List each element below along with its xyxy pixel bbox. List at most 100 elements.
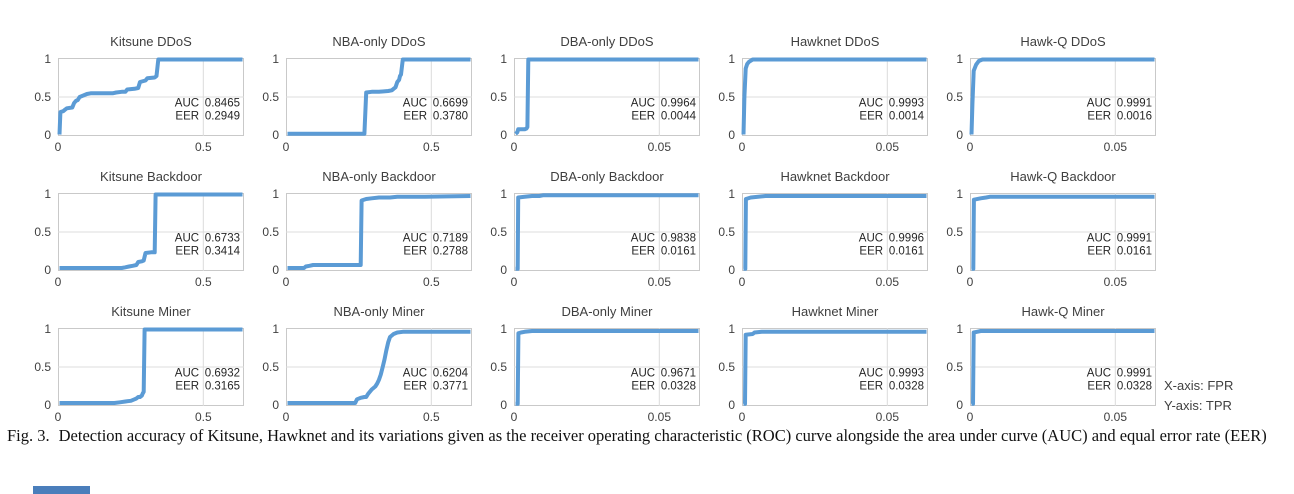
y-tick-label: 0 [500,263,507,277]
y-tick-label: 1 [956,52,963,66]
subplot-title: Hawk-Q Miner [1021,304,1105,319]
subplot-title: DBA-only Backdoor [550,169,664,184]
y-tick-label: 0.5 [490,225,507,239]
y-tick-label: 0.5 [946,360,963,374]
auc-value: AUC 0.9991 [1087,232,1152,244]
x-tick-label: 0.05 [647,410,671,424]
eer-value: EER 0.0161 [1087,245,1152,257]
axis-legend-x: X-axis: FPR [1164,378,1234,393]
axis-legend-y: Y-axis: TPR [1164,398,1232,413]
y-tick-label: 0.5 [34,90,51,104]
subplot-title: Kitsune Backdoor [100,169,202,184]
x-tick-label: 0 [282,410,290,424]
y-tick-label: 1 [500,187,507,201]
auc-value: AUC 0.9838 [631,232,696,244]
subplot-title: NBA-only Backdoor [322,169,436,184]
eer-value: EER 0.0161 [859,245,924,257]
x-tick-label: 0 [54,140,62,154]
eer-value: EER 0.0044 [631,110,696,122]
auc-value: AUC 0.9996 [859,232,924,244]
x-tick-label: 0 [738,140,746,154]
y-tick-label: 0 [728,128,735,142]
roc-curve [59,192,243,270]
x-tick-label: 0.5 [422,140,440,154]
y-tick-label: 1 [500,52,507,66]
y-tick-label: 1 [44,187,51,201]
y-tick-label: 1 [272,322,279,336]
auc-value: AUC 0.6204 [403,367,469,379]
x-tick-label: 0.05 [1103,140,1127,154]
y-tick-label: 0 [272,128,279,142]
subplot-title: Hawknet Backdoor [780,169,890,184]
y-tick-label: 0 [272,398,279,412]
roc-curve [287,57,471,136]
x-tick-label: 0.05 [647,275,671,289]
y-tick-label: 0.5 [718,90,735,104]
y-tick-label: 1 [956,322,963,336]
y-tick-label: 0 [728,398,735,412]
y-tick-label: 1 [500,322,507,336]
x-tick-label: 0 [510,410,518,424]
y-tick-label: 0 [956,398,963,412]
y-tick-label: 1 [728,52,735,66]
figure-caption: Fig. 3.Detection accuracy of Kitsune, Ha… [7,424,1287,447]
subplot-title: Hawknet DDoS [790,34,880,49]
x-tick-label: 0.05 [1103,410,1127,424]
y-tick-label: 0 [44,128,51,142]
y-tick-label: 1 [272,52,279,66]
subplot-title: DBA-only DDoS [560,34,654,49]
y-tick-label: 0 [500,398,507,412]
eer-value: EER 0.3165 [175,380,240,392]
y-tick-label: 0.5 [946,225,963,239]
eer-value: EER 0.3780 [403,110,468,122]
y-tick-label: 0.5 [262,360,279,374]
y-tick-label: 0 [272,263,279,277]
roc-curve [969,57,1155,135]
y-tick-label: 0.5 [490,90,507,104]
y-tick-label: 0.5 [718,360,735,374]
